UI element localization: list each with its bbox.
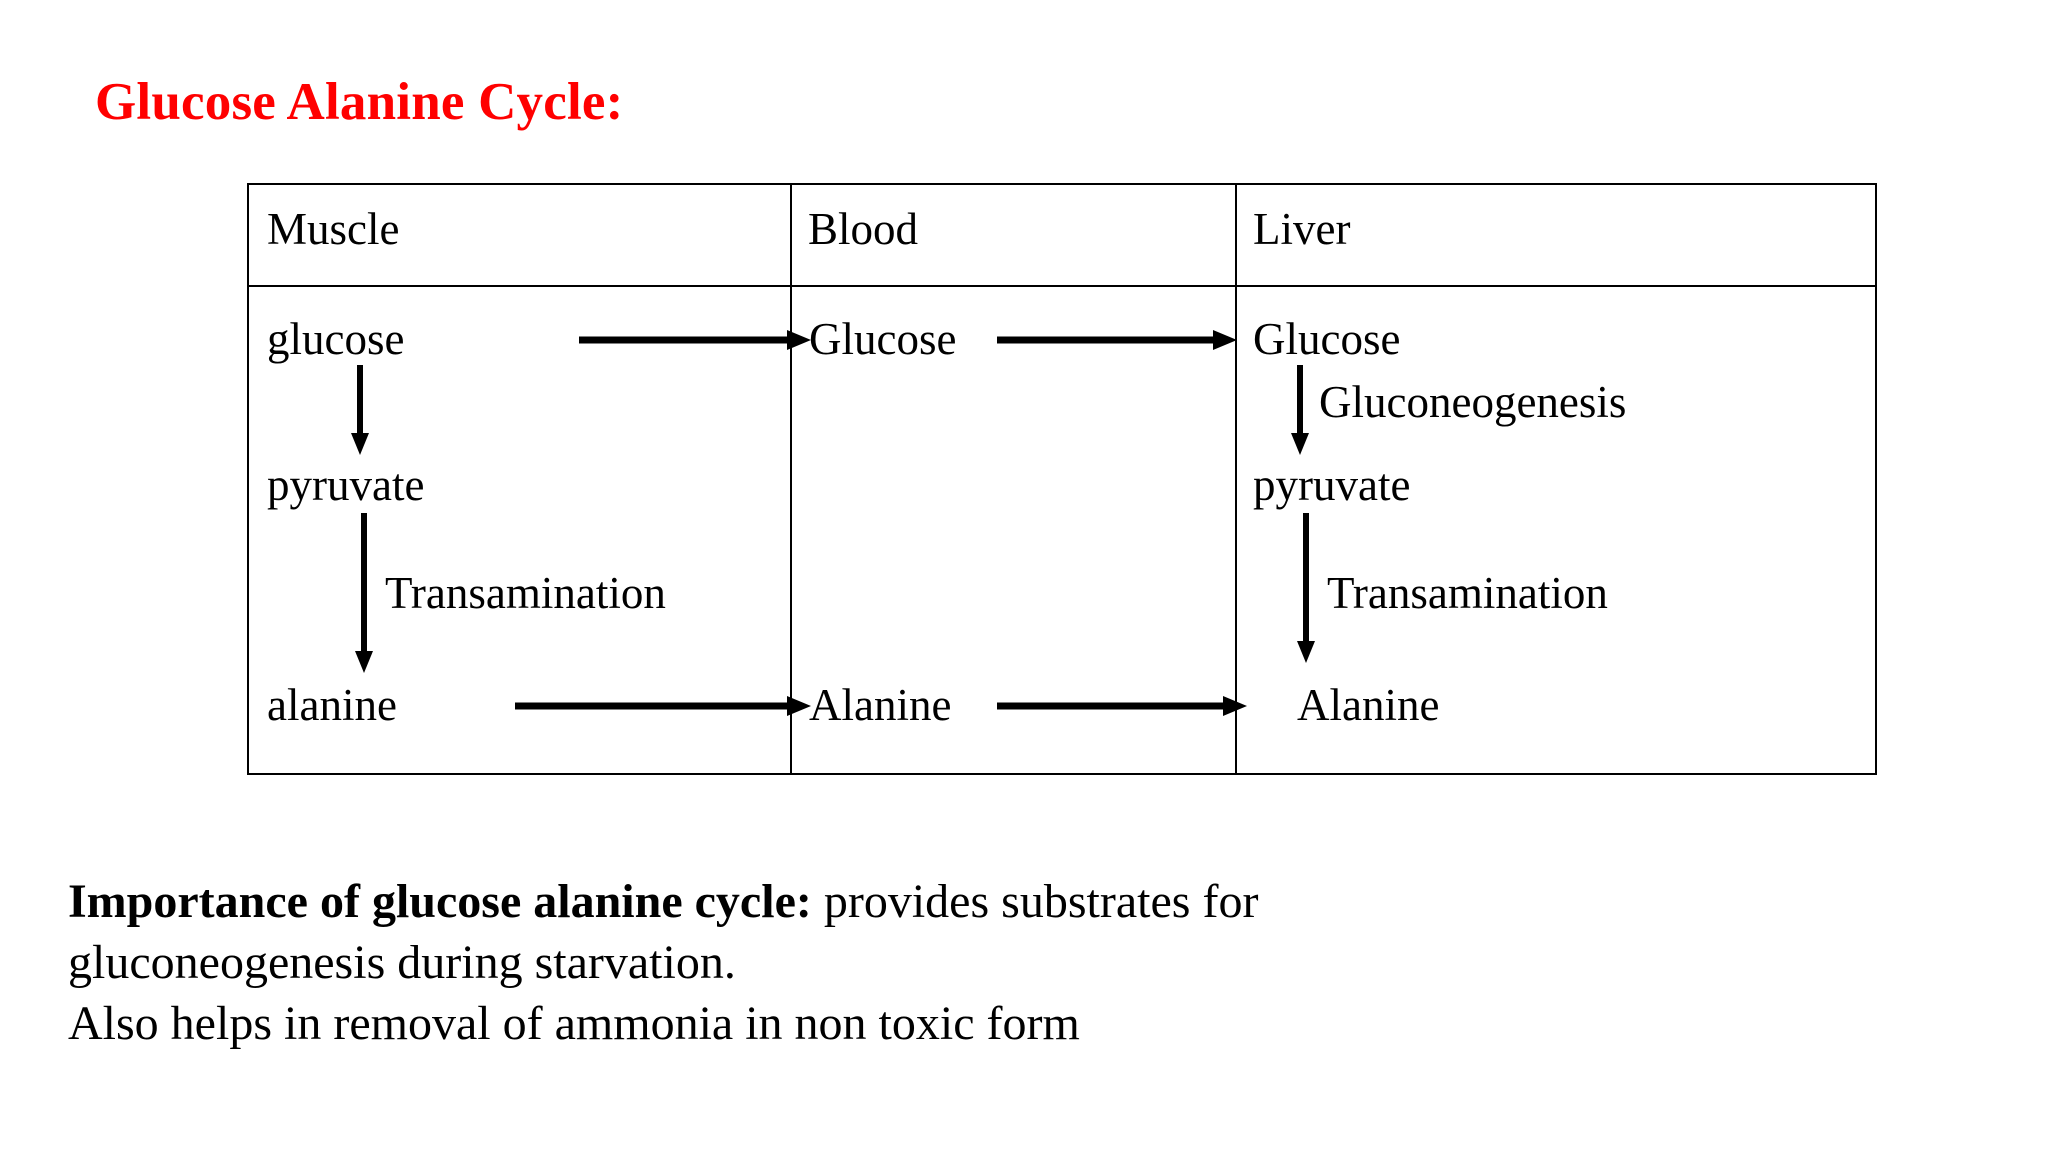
notes-heading: Importance of glucose alanine cycle: [68, 875, 812, 928]
notes-line-1: Importance of glucose alanine cycle: pro… [68, 872, 1948, 933]
glucose-alanine-cycle-table: Muscle Blood Liver glucose pyruvate Tran… [247, 183, 1877, 775]
blood-glucose-label: Glucose [809, 314, 957, 364]
right-arrow-icon-blood-glucose-to-liver [997, 329, 1237, 351]
down-arrow-icon-muscle-glucose-to-pyruvate [349, 365, 371, 455]
column-header-muscle: Muscle [267, 204, 400, 254]
page-title: Glucose Alanine Cycle: [95, 73, 624, 131]
muscle-pyruvate-label: pyruvate [267, 460, 425, 510]
down-arrow-icon-liver-pyruvate-to-alanine [1295, 513, 1317, 663]
down-arrow-icon-muscle-pyruvate-to-alanine [353, 513, 375, 673]
importance-notes: Importance of glucose alanine cycle: pro… [68, 872, 1948, 1055]
column-header-blood: Blood [808, 204, 919, 254]
column-divider-muscle-blood [790, 185, 792, 773]
liver-gluconeogenesis-label: Gluconeogenesis [1319, 377, 1627, 427]
liver-transamination-label: Transamination [1327, 568, 1608, 618]
notes-line-3: Also helps in removal of ammonia in non … [68, 996, 1080, 1050]
right-arrow-icon-blood-alanine-to-liver [997, 695, 1247, 717]
right-arrow-icon-muscle-alanine-to-blood [515, 695, 811, 717]
blood-alanine-label: Alanine [809, 680, 952, 730]
column-divider-blood-liver [1235, 185, 1237, 773]
liver-alanine-label: Alanine [1297, 680, 1440, 730]
muscle-glucose-label: glucose [267, 314, 405, 364]
down-arrow-icon-liver-glucose-to-pyruvate [1289, 365, 1311, 455]
muscle-alanine-label: alanine [267, 680, 397, 730]
liver-pyruvate-label: pyruvate [1253, 460, 1411, 510]
column-header-liver: Liver [1253, 204, 1351, 254]
notes-line-2: gluconeogenesis during starvation. [68, 935, 736, 989]
right-arrow-icon-muscle-glucose-to-blood [579, 329, 811, 351]
notes-line-1-rest: provides substrates for [811, 875, 1259, 928]
liver-glucose-label: Glucose [1253, 314, 1401, 364]
header-row-divider [249, 285, 1875, 287]
muscle-transamination-label: Transamination [385, 568, 666, 618]
